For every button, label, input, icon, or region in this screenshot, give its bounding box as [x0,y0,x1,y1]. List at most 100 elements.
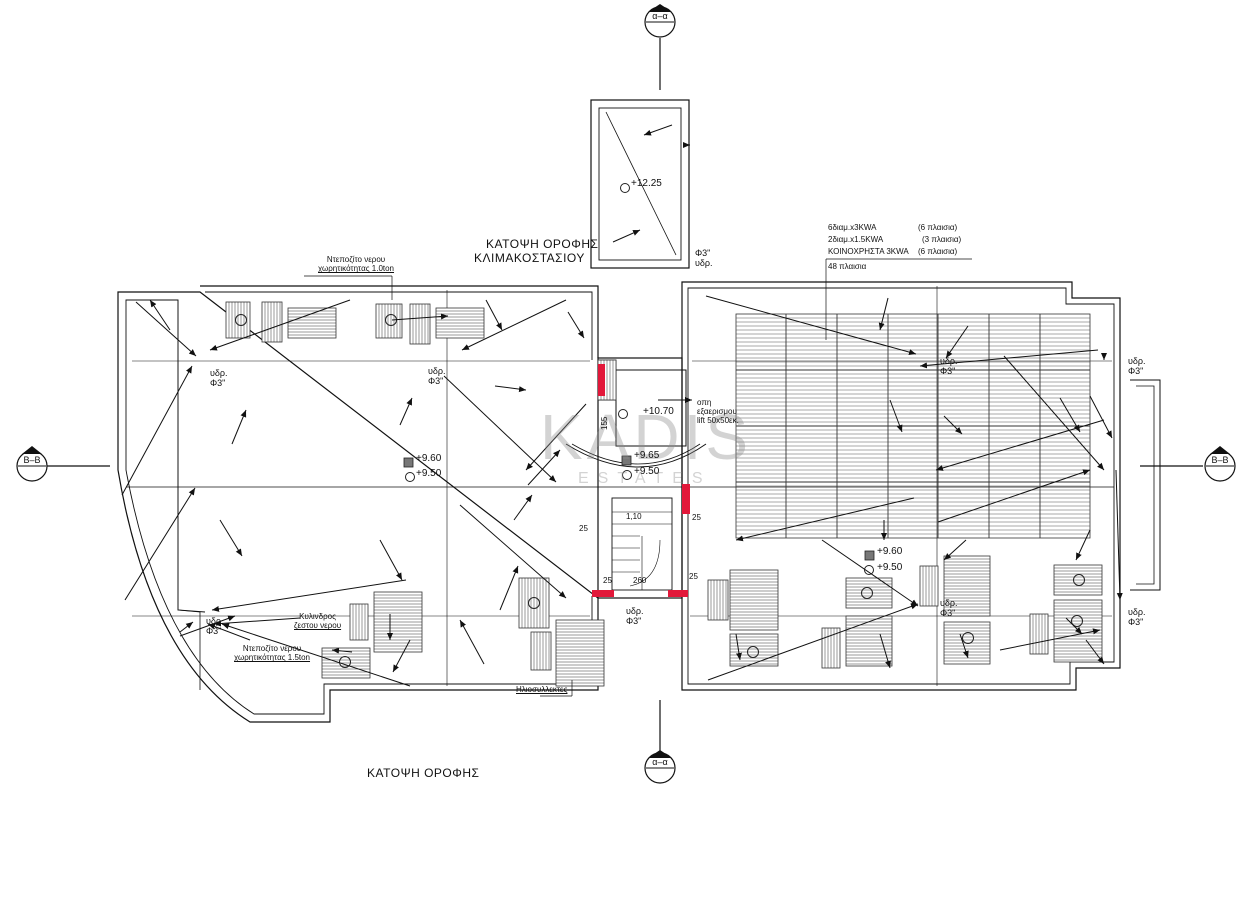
dim-25-bottom-right: 25 [689,572,698,581]
pv-legend-row2-b: (3 πλαισια) [922,235,962,244]
stair-core [597,357,683,599]
left-roof-edge [177,300,201,690]
solar-collector [435,307,485,339]
stair-roof-title-line1: ΚΑΤΟΨΗ ΟΡΟΦΗΣ [486,237,599,251]
drain-label-2: υδρ.Φ3" [428,366,446,387]
solar-collector [373,591,423,653]
solar-collector [375,303,403,339]
flow-arrow [391,313,449,321]
flow-arrow [878,297,889,331]
flow-arrow [1065,617,1083,635]
flow-arrow [705,295,917,356]
pv-legend-row2-a: 2διαμ.x1.5KWA [828,235,884,244]
solar-collector [919,565,939,607]
flow-arrow [392,639,411,673]
drain-label-4: υδρ.Φ3" [626,606,644,627]
stair-roof-outline [590,99,690,269]
solar-collector [707,579,729,621]
solar-collector [530,631,552,671]
pv-legend-row1-a: 6διαμ.x3KWA [828,223,877,232]
solar-collector [261,301,283,343]
flow-arrow [485,299,503,331]
flow-arrow [209,299,351,351]
left-outer-parapet [117,285,599,723]
flow-arrow [959,633,969,659]
dim-155: 155 [600,416,609,430]
flow-arrow [211,579,407,612]
pv-legend-total: 48 πλαισια [828,262,867,271]
elev-stair-roof: +12.25 [631,178,662,189]
drain-label-5: υδρ.Φ3" [940,356,958,377]
elev-right-upper: +9.60 [877,546,903,557]
flow-arrow [499,565,519,611]
drain-label-3: υδρ.Φ3" [206,616,224,637]
solar-collector [1053,564,1103,596]
flow-arrow [379,539,403,581]
dim-25-left: 25 [579,524,588,533]
solar-collector [287,307,337,339]
flow-arrow [221,623,411,687]
pv-legend-row3-b: (6 πλαισια) [918,247,958,256]
elev-left-upper: +9.60 [416,453,442,464]
elev-core-mid: +9.65 [634,450,660,461]
section-b-right-label[interactable]: Β–Β [1211,455,1229,465]
flow-arrow [459,504,567,599]
elev-core-top: +10.70 [643,406,674,417]
flow-arrow [879,633,891,669]
solar-collector [845,615,893,667]
pv-legend-row3-a: ΚΟΙΝΟΧΡΗΣΤΑ 3KWA [828,247,909,256]
section-a-bottom-label[interactable]: α–α [652,757,668,767]
flow-arrow [331,647,353,654]
section-b-left-label[interactable]: Β–Β [23,455,41,465]
flow-arrow [179,621,194,633]
solar-collector [1029,613,1049,655]
flow-arrow [459,619,485,665]
watermark-sub: ESTATES [578,470,712,487]
flow-arrow [707,603,919,681]
flow-arrow [124,487,196,601]
roof-plan-title: ΚΑΤΟΨΗ ΟΡΟΦΗΣ [367,766,480,780]
flow-arrow [943,415,963,435]
solar-collector [555,619,605,687]
flow-arrow [919,349,1099,369]
flow-arrow [1075,529,1091,561]
drain-label-stair: Φ3"υδρ. [695,248,713,269]
dim-25-bottom-left: 25 [603,576,612,585]
stair-roof-title-line2: ΚΛΙΜΑΚΟΣΤΑΣΙΟΥ [474,251,585,265]
flow-arrow [945,325,969,359]
section-a-top-label[interactable]: α–α [652,11,668,21]
drain-label-1: υδρ.Φ3" [210,368,228,389]
flow-arrow [1089,395,1113,439]
flow-arrow [399,397,413,426]
drain-label-8: υδρ.Φ3" [1128,607,1146,628]
flow-arrow [889,399,903,433]
solar-collector [821,627,841,669]
solar-collector [943,555,991,617]
right-inner-parapet [687,287,1115,685]
flow-arrow [735,497,915,542]
watermark-brand: KADIS [540,401,753,473]
flow-arrow [999,628,1101,651]
elev-core-low: +9.50 [634,466,660,477]
drain-label-6: υδρ.Φ3" [1128,356,1146,377]
flow-arrow [149,299,171,331]
flow-arrow [1059,397,1081,433]
right-outer-parapet [681,281,1121,691]
solar-collector [729,569,779,631]
flow-arrow [135,301,197,357]
flow-arrow [494,385,527,393]
elev-right-lower: +9.50 [877,562,903,573]
left-inner-parapet [125,291,593,715]
flow-arrow [567,311,585,339]
solar-collector [349,603,369,641]
flow-arrow [443,375,557,483]
solar-collector [845,577,893,609]
flow-arrow [1003,355,1105,471]
right-side-projection [1130,379,1161,591]
pv-legend-row1-b: (6 πλαισια) [918,223,958,232]
flow-arrow [643,124,673,136]
